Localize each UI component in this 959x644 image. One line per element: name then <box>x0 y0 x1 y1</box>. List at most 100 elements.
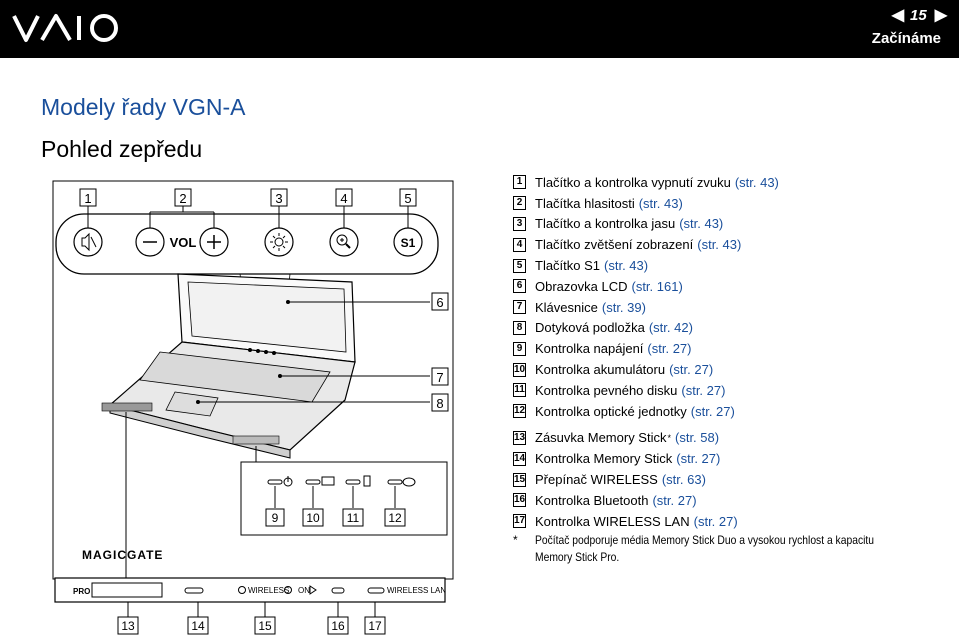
page-reference-link[interactable]: (str. 27) <box>681 382 726 398</box>
label-14: 14 <box>191 619 205 633</box>
legend-item: 13 Zásuvka Memory Stick* (str. 58) <box>513 428 953 449</box>
label-box-14 <box>187 616 209 635</box>
legend-number: 12 <box>513 404 526 419</box>
legend-number: 2 <box>513 196 526 211</box>
on-label: ON <box>298 586 310 595</box>
legend-number: 10 <box>513 362 526 377</box>
label-2: 2 <box>179 191 186 206</box>
legend-item: 17 Kontrolka WIRELESS LAN(str. 27) <box>513 511 953 532</box>
legend-text: Zásuvka Memory Stick <box>535 430 667 446</box>
buttons-callout <box>55 213 439 275</box>
page-reference-link[interactable]: (str. 43) <box>679 216 724 232</box>
legend-number: 4 <box>513 237 526 252</box>
legend-number: 5 <box>513 258 526 273</box>
legend-text: Dotyková podložka <box>535 320 645 336</box>
label-box-6 <box>431 292 449 311</box>
status-led-icons <box>267 475 416 487</box>
brightness-icon <box>270 233 288 251</box>
page-reference-link[interactable]: (str. 27) <box>676 451 721 467</box>
s1-label: S1 <box>401 236 416 250</box>
label-5: 5 <box>404 191 411 206</box>
label-13: 13 <box>121 619 135 633</box>
footnote-text: Počítač podporuje média Memory Stick Duo… <box>535 533 875 564</box>
legend-text: Klávesnice <box>535 299 598 315</box>
legend-number: 17 <box>513 514 526 529</box>
label-box-9 <box>265 508 285 527</box>
plus-icon <box>207 235 221 249</box>
footnote: * Počítač podporuje média Memory Stick D… <box>513 532 953 566</box>
page-reference-link[interactable]: (str. 43) <box>734 174 779 190</box>
legend-text: Kontrolka Memory Stick <box>535 451 673 467</box>
page-title: Modely řady VGN-A <box>41 94 246 120</box>
legend-text: Tlačítko a kontrolka vypnutí zvuku <box>535 174 731 190</box>
s1-button <box>393 227 423 257</box>
legend-number: 11 <box>513 383 526 398</box>
legend-text: Obrazovka LCD <box>535 278 628 294</box>
laptop-illustration <box>101 273 356 459</box>
page-reference-link[interactable]: (str. 27) <box>652 492 697 508</box>
legend-text: Kontrolka napájení <box>535 341 644 357</box>
zoom-button <box>329 227 359 257</box>
page-number: 15 <box>910 6 927 24</box>
label-6: 6 <box>436 295 443 310</box>
legend-number: 3 <box>513 216 526 231</box>
footnote-star: * <box>513 533 518 547</box>
zoom-icon <box>336 234 351 249</box>
previous-page-arrow[interactable]: ◀ <box>891 7 904 24</box>
page-reference-link[interactable]: (str. 63) <box>661 472 706 488</box>
page-reference-link[interactable]: (str. 43) <box>697 237 742 253</box>
page-reference-link[interactable]: (str. 43) <box>638 195 683 211</box>
page-reference-link[interactable]: (str. 27) <box>690 403 735 419</box>
label-box-13 <box>117 616 139 635</box>
label-box-15 <box>254 616 276 635</box>
label-17: 17 <box>368 619 382 633</box>
section-title: Začínáme <box>871 30 941 47</box>
mute-icon <box>81 232 97 252</box>
legend-item: 9 Kontrolka napájení(str. 27) <box>513 338 953 359</box>
legend-number: 15 <box>513 472 526 487</box>
label-box-7 <box>431 367 449 386</box>
page-navigation: ◀ 15 ▶ <box>891 5 947 25</box>
label-11: 11 <box>347 511 360 525</box>
label-9: 9 <box>272 511 279 525</box>
legend-number: 6 <box>513 279 526 294</box>
page-reference-link[interactable]: (str. 42) <box>648 320 693 336</box>
page-reference-link[interactable]: (str. 43) <box>604 258 649 274</box>
magicgate-logo: MAGICGATE <box>82 548 163 562</box>
vol-label: VOL <box>170 235 197 250</box>
label-box-10 <box>302 508 324 527</box>
wireless-lan-label: WIRELESS LAN <box>387 586 446 595</box>
legend-number: 8 <box>513 320 526 335</box>
legend-number: 1 <box>513 175 526 190</box>
header-bar: ◀ 15 ▶ Začínáme <box>0 0 959 58</box>
page-reference-link[interactable]: (str. 58) <box>675 430 720 446</box>
legend-number: 9 <box>513 341 526 356</box>
page-reference-link[interactable]: (str. 39) <box>601 299 646 315</box>
page-reference-link[interactable]: (str. 27) <box>669 362 714 378</box>
label-box-11 <box>342 508 364 527</box>
legend-text: Tlačítko S1 <box>535 258 601 274</box>
label-7: 7 <box>436 370 443 385</box>
page-reference-link[interactable]: (str. 27) <box>693 513 738 529</box>
memory-stick-slot <box>91 582 163 598</box>
legend-item: 1 Tlačítko a kontrolka vypnutí zvuku(str.… <box>513 172 953 193</box>
next-page-arrow[interactable]: ▶ <box>934 7 947 24</box>
legend-item: 12 Kontrolka optické jednotky(str. 27) <box>513 401 953 422</box>
label-16: 16 <box>331 619 345 633</box>
label-10: 10 <box>306 511 320 525</box>
legend-text: Kontrolka optické jednotky <box>535 403 687 419</box>
footnote-marker: * <box>667 432 671 443</box>
legend-number: 13 <box>513 430 526 445</box>
page-reference-link[interactable]: (str. 161) <box>631 278 683 294</box>
legend-text: Kontrolka WIRELESS LAN <box>535 513 690 529</box>
legend-number: 7 <box>513 300 526 315</box>
page-reference-link[interactable]: (str. 27) <box>647 341 692 357</box>
vaio-logo <box>12 14 118 42</box>
label-8: 8 <box>436 396 443 411</box>
